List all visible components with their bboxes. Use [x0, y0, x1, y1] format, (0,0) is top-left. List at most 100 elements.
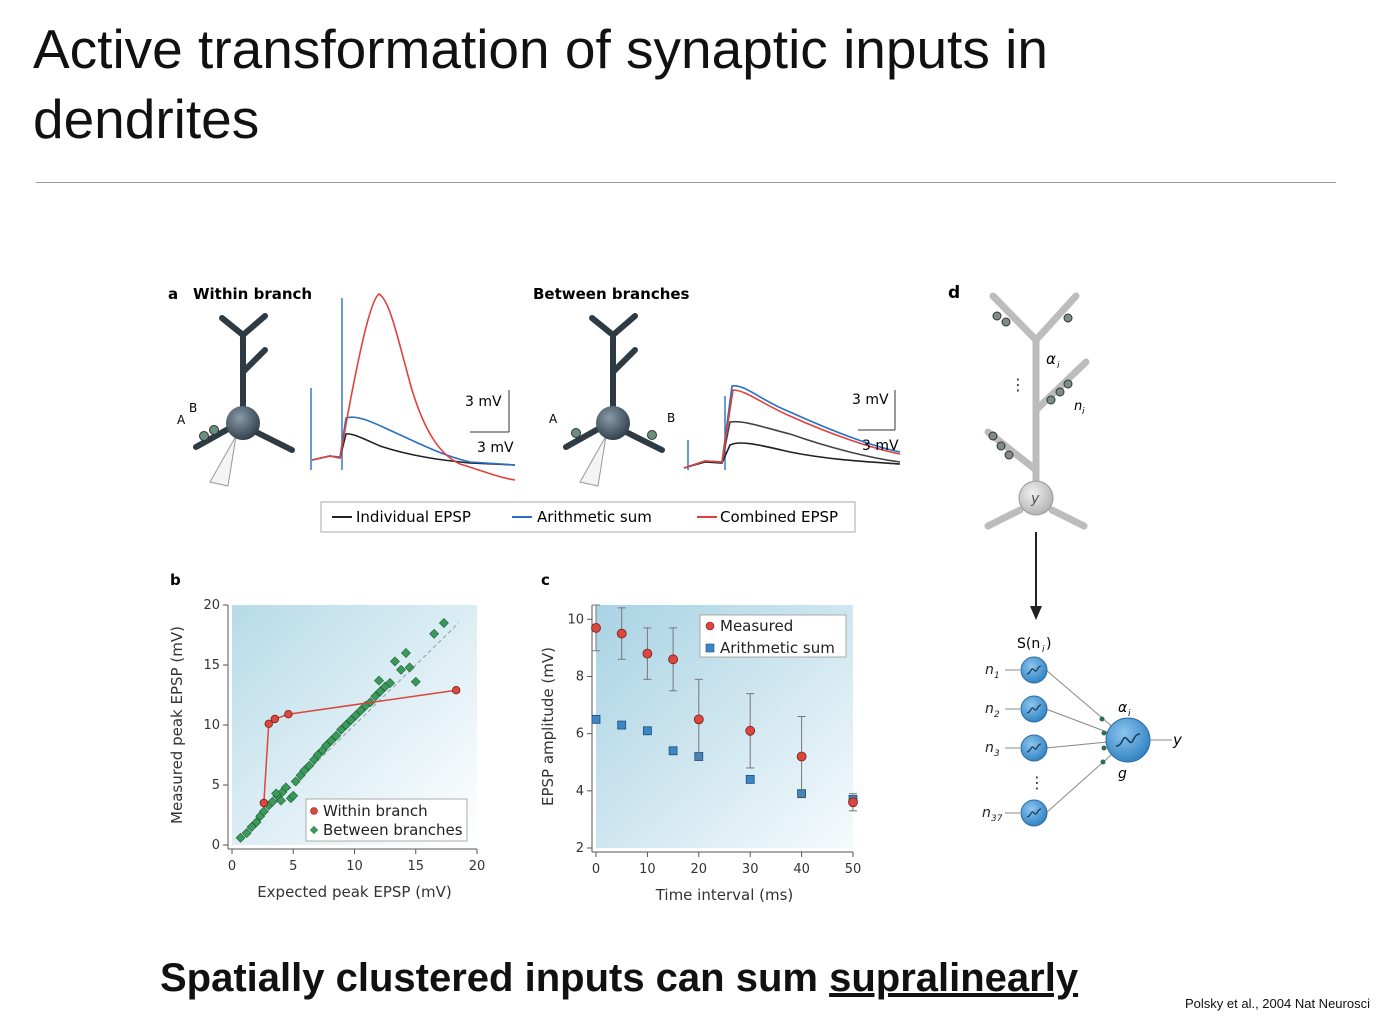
between-branch-point — [429, 628, 440, 639]
citation: Polsky et al., 2004 Nat Neurosci — [1185, 996, 1370, 1011]
between-branch-point — [336, 724, 346, 735]
panel-d-letter: d — [948, 283, 960, 303]
within-branch-point — [264, 719, 273, 728]
between-branch-point — [401, 648, 411, 658]
legend-between-label: Between branches — [323, 821, 463, 839]
neuron-within-branch — [193, 313, 295, 453]
between-branch-point — [258, 806, 269, 817]
scale-h-label-1: 3 mV — [477, 440, 514, 456]
synapse-b-between — [647, 430, 657, 440]
x-tick-label: 20 — [691, 862, 708, 877]
panel-a-legend — [320, 501, 856, 533]
svg-text:37: 37 — [991, 814, 1003, 824]
between-branch-point — [340, 720, 351, 730]
scale-v-label-2: 3 mV — [852, 392, 889, 408]
legend-within-swatch — [310, 807, 318, 815]
y-axis-label: EPSP amplitude (mV) — [539, 647, 557, 806]
svg-text:n: n — [982, 805, 991, 821]
chart-b-legend — [305, 798, 468, 842]
electrode-between — [579, 435, 607, 487]
measured-point — [668, 654, 678, 665]
x-tick-label: 15 — [407, 859, 424, 874]
svg-text:1: 1 — [994, 671, 1000, 681]
between-branch-point — [235, 832, 246, 843]
label-b-within: B — [189, 401, 197, 415]
two-layer-model: ⋮ — [1005, 656, 1172, 827]
svg-text:n: n — [985, 701, 994, 717]
n-label-tree: n — [1074, 399, 1082, 414]
panel-b-letter: b — [170, 571, 181, 589]
between-branch-point — [304, 760, 315, 771]
between-branch-point — [276, 795, 286, 806]
x-tick-label: 0 — [228, 859, 236, 874]
legend-arithmetic-swatch — [705, 643, 715, 653]
caption-main-text: Spatially clustered inputs can sum — [160, 956, 830, 1000]
soma-y-label: y — [1030, 491, 1040, 507]
arithmetic-sum-point — [591, 714, 601, 724]
between-branch-point — [350, 710, 361, 721]
legend-measured-swatch — [705, 621, 715, 631]
within-branch-point — [259, 798, 269, 808]
ellipsis-vertical-tree: ⋮ — [1010, 375, 1026, 394]
x-tick-label: 10 — [346, 859, 363, 874]
label-a-between: A — [549, 412, 558, 426]
between-branch-point — [280, 782, 291, 793]
y-tick-label: 5 — [212, 778, 220, 793]
between-branch-point — [410, 676, 421, 687]
x-tick-label: 5 — [289, 859, 297, 874]
between-branch-point — [290, 776, 301, 787]
between-branch-point — [321, 740, 332, 751]
between-branches-title: Between branches — [533, 285, 690, 303]
legend-combined-label: Combined EPSP — [720, 508, 838, 526]
between-branch-point — [251, 817, 262, 828]
between-branch-point — [312, 750, 323, 760]
alpha-label-tree: α — [1046, 350, 1056, 368]
between-branch-point — [404, 662, 415, 673]
x-tick-label: 0 — [592, 862, 600, 877]
between-branch-point — [375, 686, 386, 697]
scale-v-label-1: 3 mV — [465, 394, 502, 410]
measured-point — [693, 714, 704, 725]
alpha-sub-tree: i — [1057, 361, 1060, 371]
between-branch-point — [267, 796, 278, 807]
arithmetic-sum-point — [617, 720, 627, 730]
x-axis-label: Expected peak EPSP (mV) — [257, 883, 452, 901]
between-branch-point — [385, 678, 395, 688]
svg-text:n: n — [985, 740, 994, 756]
electrode-within — [209, 435, 237, 487]
svg-text:2: 2 — [994, 710, 1000, 720]
between-branch-point — [288, 790, 299, 801]
legend-arithmetic-label: Arithmetic sum — [537, 508, 652, 526]
within-branch-title: Within branch — [193, 285, 312, 303]
measured-point — [591, 622, 601, 633]
between-branch-point — [331, 730, 342, 741]
x-tick-label: 10 — [639, 862, 656, 877]
label-b-between: B — [667, 411, 675, 425]
between-branch-point — [345, 715, 356, 726]
between-branch-point — [271, 788, 282, 799]
output-alpha-sub: i — [1128, 709, 1131, 719]
x-tick-label: 50 — [845, 862, 862, 877]
s-sub: i — [1042, 645, 1045, 655]
between-branch-point — [389, 656, 400, 667]
input-units — [1020, 656, 1048, 827]
between-branch-point — [326, 735, 337, 746]
x-tick-label: 20 — [469, 859, 486, 874]
soma-within — [226, 406, 260, 440]
arithmetic-sum-point — [668, 746, 678, 756]
soma-d — [1018, 480, 1054, 516]
y-axis-label: Measured peak EPSP (mV) — [168, 626, 186, 824]
y-tick-label: 4 — [576, 784, 584, 799]
panel-a-letter: a — [168, 285, 178, 303]
synapse-clusters — [988, 311, 1073, 460]
soma-between — [596, 406, 630, 440]
measured-point — [745, 725, 756, 736]
traces-within-branch — [310, 293, 516, 481]
arithmetic-sum-point — [745, 774, 755, 784]
between-branch-point — [374, 675, 384, 686]
s-close: ) — [1046, 636, 1051, 652]
dendritic-tree — [984, 292, 1090, 530]
x-tick-label: 40 — [793, 862, 810, 877]
